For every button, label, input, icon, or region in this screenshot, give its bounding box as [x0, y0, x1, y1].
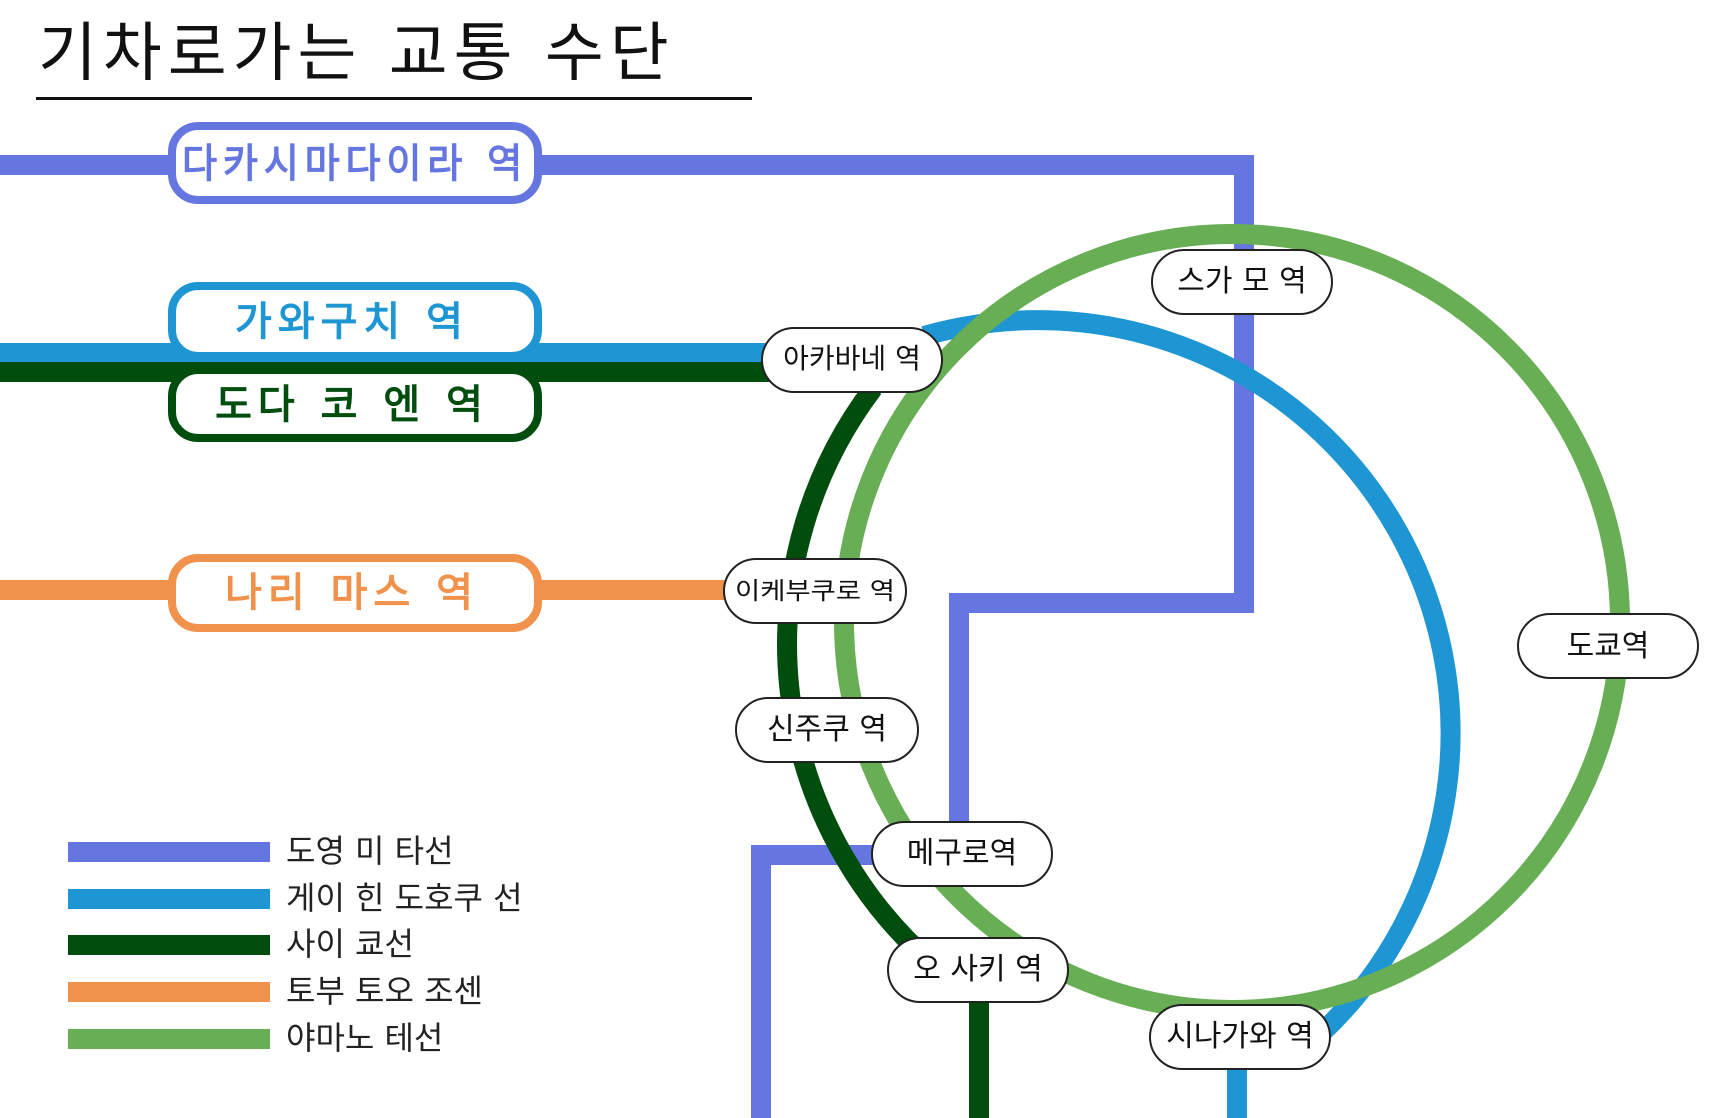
- legend-swatch: [68, 842, 270, 862]
- station-meguro[interactable]: 메구로역: [871, 821, 1053, 887]
- legend-swatch: [68, 1029, 270, 1049]
- terminal-label: 다카시마다이라 역: [182, 141, 528, 187]
- legend-label: 도영 미 타선: [286, 832, 454, 870]
- station-osaki[interactable]: 오 사키 역: [887, 937, 1069, 1003]
- station-akabane[interactable]: 아카바네 역: [761, 327, 943, 393]
- legend-item-toei-mita: 도영 미 타선: [68, 832, 454, 870]
- station-label: 오 사키 역: [913, 952, 1042, 987]
- station-label: 시나가와 역: [1166, 1019, 1314, 1054]
- station-label: 스가 모 역: [1177, 264, 1306, 299]
- legend-item-yamanote: 야마노 테선: [68, 1019, 443, 1057]
- legend-item-tobu-tojo: 토부 토오 조센: [68, 972, 483, 1010]
- saikyo-arc: [777, 381, 939, 971]
- legend-item-keihin-tohoku: 게이 힌 도호쿠 선: [68, 879, 523, 917]
- toei-mita-line-upper: [0, 155, 1254, 855]
- station-label: 아카바네 역: [783, 342, 921, 375]
- terminal-kawaguchi[interactable]: 가와구치 역: [168, 282, 542, 360]
- terminal-takashimadaira[interactable]: 다카시마다이라 역: [168, 122, 542, 204]
- terminal-label: 가와구치 역: [235, 299, 469, 345]
- legend-swatch: [68, 982, 270, 1002]
- title-underline: [36, 97, 752, 100]
- map-title: 기차로가는 교통 수단: [38, 17, 675, 91]
- legend-label: 토부 토오 조센: [286, 972, 483, 1010]
- legend-swatch: [68, 935, 270, 955]
- legend-label: 야마노 테선: [286, 1019, 443, 1057]
- station-tokyo[interactable]: 도쿄역: [1517, 613, 1699, 679]
- terminal-narimasu[interactable]: 나리 마스 역: [168, 554, 542, 632]
- station-shinjuku[interactable]: 신주쿠 역: [735, 697, 919, 763]
- terminal-label: 나리 마스 역: [225, 570, 479, 616]
- terminal-label: 도다 코 엔 역: [215, 382, 489, 428]
- legend-swatch: [68, 889, 270, 909]
- station-shinagawa[interactable]: 시나가와 역: [1149, 1004, 1331, 1070]
- legend: 도영 미 타선 게이 힌 도호쿠 선 사이 쿄선 토부 토오 조센 야마노 테선: [68, 832, 523, 1057]
- station-ikebukuro[interactable]: 이케부쿠로 역: [723, 558, 907, 624]
- legend-item-saikyo: 사이 쿄선: [68, 925, 414, 963]
- station-label: 메구로역: [907, 836, 1017, 871]
- legend-label: 사이 쿄선: [286, 925, 414, 963]
- terminal-todakoen[interactable]: 도다 코 엔 역: [168, 366, 542, 442]
- station-label: 신주쿠 역: [767, 712, 887, 747]
- legend-label: 게이 힌 도호쿠 선: [286, 879, 523, 917]
- keihin-tohoku-arc: [921, 310, 1461, 1042]
- station-label: 이케부쿠로 역: [735, 577, 895, 605]
- station-sugamo[interactable]: 스가 모 역: [1151, 249, 1333, 315]
- station-label: 도쿄역: [1567, 629, 1650, 664]
